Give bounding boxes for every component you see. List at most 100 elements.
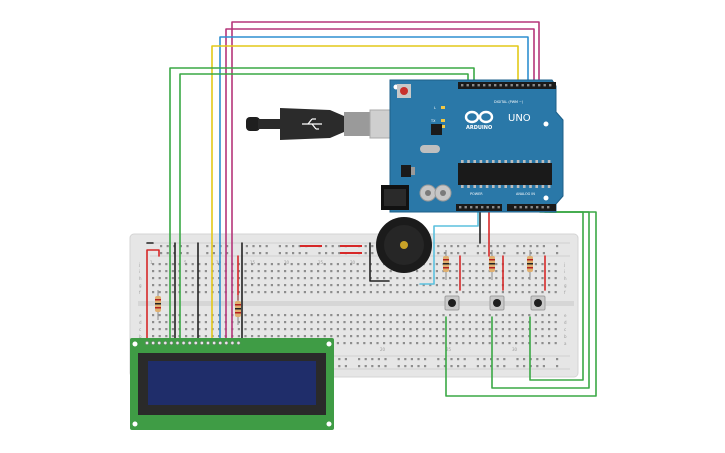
rail-hole [450,358,453,361]
breadboard-hole [429,284,432,287]
breadboard-hole [515,270,518,273]
breadboard-hole [468,277,471,280]
breadboard-hole [158,335,161,338]
breadboard-hole [422,328,425,331]
breadboard-hole [383,314,386,317]
breadboard-hole [244,277,247,280]
breadboard-hole [317,277,320,280]
voltage-regulator [401,165,411,177]
chip-pin [498,160,501,163]
breadboard-hole [257,284,260,287]
rail-hole [490,365,493,368]
header-pin [486,206,489,209]
header-pin [466,84,469,87]
breadboard-hole [204,314,207,317]
breadboard-hole [383,277,386,280]
chip-pin [535,160,538,163]
breadboard-hole [548,277,551,280]
breadboard-hole [376,270,379,273]
breadboard-hole [198,263,201,266]
breadboard-hole [488,314,491,317]
breadboard-hole [165,335,168,338]
push-buttons [444,295,546,311]
breadboard-hole [369,321,372,324]
rail-hole [259,245,262,248]
breadboard-hole [462,314,465,317]
breadboard-hole [449,284,452,287]
breadboard-hole [158,314,161,317]
breadboard-hole [330,314,333,317]
breadboard-hole [554,284,557,287]
rail-hole [338,252,341,255]
rail-hole [463,358,466,361]
breadboard-hole [455,284,458,287]
breadboard-hole [290,277,293,280]
rail-hole [364,365,367,368]
breadboard-hole [171,321,174,324]
breadboard-hole [435,291,438,294]
rail-hole [410,358,413,361]
breadboard-hole [310,335,313,338]
header-pin [477,84,480,87]
breadboard-hole [455,328,458,331]
breadboard-hole [152,321,155,324]
breadboard-hole [343,328,346,331]
push-button[interactable] [444,295,460,311]
rail-hole [437,245,440,248]
lcd-pin [212,341,216,345]
row-letter: c [139,327,141,332]
rail-hole [160,245,163,248]
breadboard-hole [495,270,498,273]
breadboard-hole [297,284,300,287]
usb-cable-strain [246,117,260,131]
breadboard-hole [528,314,531,317]
row-letter: i [139,269,140,274]
breadboard-hole [422,291,425,294]
resistor [155,290,161,320]
breadboard-hole [297,270,300,273]
rail-hole [490,252,493,255]
breadboard-hole [402,321,405,324]
row-letter: f [139,290,141,295]
breadboard-hole [152,328,155,331]
breadboard-hole [204,291,207,294]
resistor [489,250,495,280]
rail-hole [457,365,460,368]
lcd-pin [224,341,229,345]
breadboard-hole [297,335,300,338]
usb-icon [302,118,322,130]
breadboard-hole [264,321,267,324]
breadboard-hole [455,277,458,280]
breadboard-hole [521,335,524,338]
breadboard-hole [310,277,313,280]
rail-hole [377,358,380,361]
rail-hole [325,245,328,248]
breadboard-hole [482,270,485,273]
breadboard-hole [515,263,518,266]
breadboard-hole [165,270,168,273]
breadboard-hole [369,335,372,338]
rail-hole [166,245,169,248]
breadboard-hole [495,321,498,324]
breadboard-hole [323,291,326,294]
breadboard-hole [376,335,379,338]
row-letters: j i h g f e d c b a j i h g f e d c b a [138,262,567,346]
push-button[interactable] [530,295,546,311]
rail-marker [300,245,322,247]
breadboard-hole [416,342,419,345]
rail-hole [371,358,374,361]
breadboard-hole [455,263,458,266]
breadboard-hole [422,277,425,280]
rail-hole [265,245,268,248]
chip-pin [461,185,464,188]
breadboard-hole [402,277,405,280]
breadboard-hole [528,291,531,294]
breadboard-hole [165,314,168,317]
breadboard-hole [508,270,511,273]
breadboard-hole [429,321,432,324]
led-tx [441,119,445,122]
breadboard-hole [383,342,386,345]
breadboard-hole [442,328,445,331]
row-letter: d [564,320,567,325]
push-button[interactable] [489,295,505,311]
